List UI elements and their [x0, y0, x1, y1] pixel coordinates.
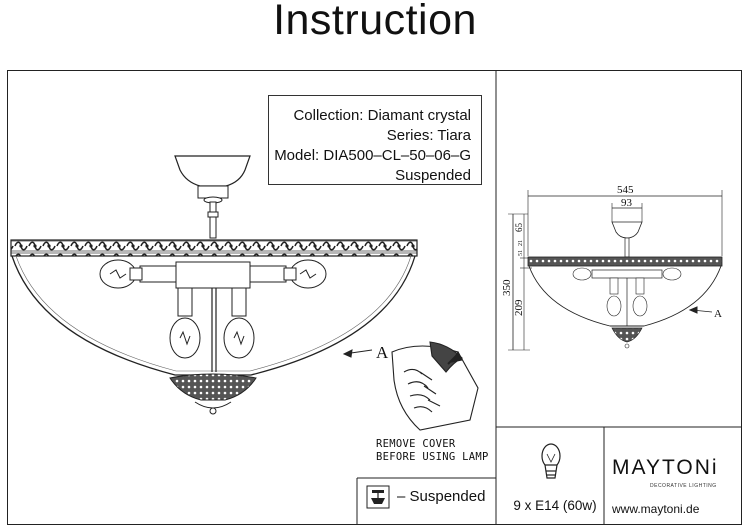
lamp-main-drawing [10, 155, 418, 415]
dimension-total-height: 350 [501, 279, 513, 296]
collection-text: Collection: Diamant crystal [293, 107, 471, 124]
dimension-top-width: 93 [621, 197, 633, 209]
model-text: Model: DIA500–CL–50–06–G [274, 147, 471, 164]
remove-cover-line1: REMOVE COVER [376, 438, 456, 450]
dimension-width: 545 [617, 184, 634, 196]
series-text: Series: Tiara [386, 127, 471, 144]
brand-logo: MAYTONi [612, 456, 719, 479]
suspended-lamp-icon [366, 485, 390, 509]
frame-dividers [356, 70, 742, 525]
dimension-mid-a: 65 [514, 223, 524, 233]
suspended-legend-label: – Suspended [397, 488, 486, 505]
product-info-box: Collection: Diamant crystal Series: Tiar… [268, 95, 482, 185]
dimension-lower-height: 209 [513, 299, 525, 316]
type-text: Suspended [395, 167, 471, 184]
remove-cover-hand-icon [391, 341, 479, 431]
callout-label-small: A [714, 308, 722, 320]
remove-cover-line2: BEFORE USING LAMP [376, 451, 489, 463]
bulb-spec: 9 x E14 (60w) [513, 498, 597, 513]
lamp-dimension-drawing [508, 190, 723, 351]
bulb-icon [541, 443, 561, 479]
remove-cover-note: REMOVE COVER BEFORE USING LAMP [376, 438, 489, 464]
website-link[interactable]: www.maytoni.de [612, 502, 700, 516]
brand-tagline: DECORATIVE LIGHTING [650, 483, 717, 489]
drawing-frame [7, 70, 742, 525]
callout-label-main: A [376, 343, 389, 362]
page-title: Instruction [273, 0, 477, 44]
dimension-mid-c: 51 [518, 250, 524, 256]
dimension-mid-b: 21 [518, 240, 524, 246]
